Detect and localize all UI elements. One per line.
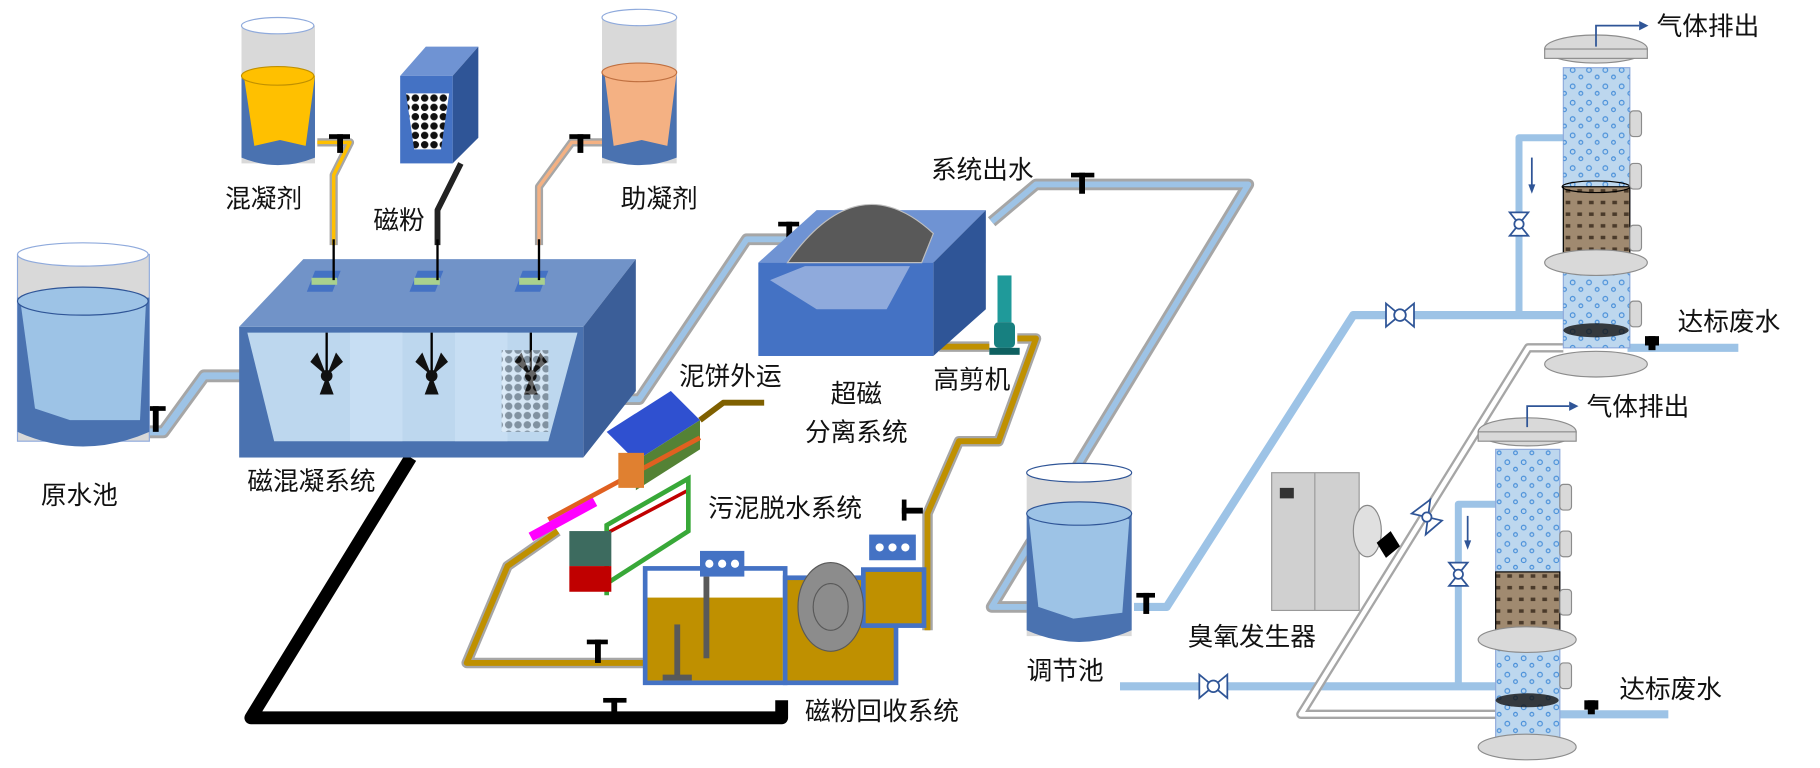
- valve-handles: [144, 134, 1659, 717]
- system-outflow-label: 系统出水: [931, 156, 1034, 186]
- valve-icon[interactable]: [1645, 336, 1659, 351]
- raw-water-tank: 原水池: [16, 242, 150, 511]
- coagulant-aid-tank: 助凝剂: [601, 8, 698, 215]
- gas-out-label-1: 气体排出: [1657, 12, 1760, 42]
- regulating-tank: 调节池: [1026, 462, 1133, 686]
- coagulant-tank: 混凝剂: [225, 16, 315, 215]
- magnetic-powder-label: 磁粉: [373, 206, 424, 236]
- high-shear-label: 高剪机: [933, 366, 1010, 396]
- magnetic-powder-hopper: 磁粉: [373, 46, 479, 236]
- regulating-tank-label: 调节池: [1027, 656, 1104, 686]
- high-shear-pump: 高剪机: [933, 275, 1020, 396]
- gas-out-label-2: 气体排出: [1587, 393, 1690, 423]
- powder-return-pipe: [244, 454, 789, 725]
- valve-icon[interactable]: [901, 499, 923, 521]
- separator-label-line2: 分离系统: [805, 418, 908, 448]
- valve-icon[interactable]: [1136, 592, 1155, 614]
- powder-recovery-label: 磁粉回收系统: [805, 697, 959, 727]
- column1-recycle-pipe: [1515, 134, 1564, 316]
- valve-icon[interactable]: [569, 134, 591, 153]
- gas-outlet-arrow-icon: [1595, 24, 1640, 47]
- valve-icon[interactable]: [144, 406, 166, 432]
- coagulant-aid-label: 助凝剂: [621, 185, 698, 215]
- valve-icon[interactable]: [329, 134, 350, 153]
- ball-valve-icon[interactable]: [1447, 561, 1470, 587]
- ball-valve-icon[interactable]: [1198, 672, 1229, 700]
- magnetic-powder-recovery-tank: 磁粉回收系统: [642, 534, 959, 727]
- ball-valves: [1198, 211, 1531, 700]
- powder-dose-pipe: [434, 162, 464, 246]
- valve-icon[interactable]: [1584, 700, 1599, 715]
- ozone-generator-label: 臭氧发生器: [1188, 622, 1316, 652]
- separator-label-line1: 超磁: [831, 380, 882, 410]
- valve-icon[interactable]: [1071, 172, 1095, 194]
- cake-out-pipe: [698, 399, 765, 423]
- valve-icon[interactable]: [603, 697, 627, 717]
- valve-icon[interactable]: [778, 221, 800, 243]
- cake-out-label: 泥饼外运: [679, 362, 782, 392]
- column2-recycle-pipe: [1454, 500, 1496, 687]
- ozone-generator: 臭氧发生器: [1188, 472, 1400, 652]
- sludge-dewatering-machine: 污泥脱水系统 泥饼外运: [528, 362, 862, 596]
- coagulant-label: 混凝剂: [225, 185, 302, 215]
- gas-outlet-arrow-icon: [1526, 405, 1570, 428]
- compliant-water-label-1: 达标废水: [1678, 307, 1781, 337]
- ball-valve-icon[interactable]: [1409, 497, 1444, 537]
- regulating-to-column1-pipe: [1134, 311, 1564, 612]
- raw-tank-label: 原水池: [41, 481, 118, 511]
- compliant-water-label-2: 达标废水: [1619, 675, 1722, 705]
- ball-valve-icon[interactable]: [1385, 301, 1415, 329]
- ozone-column-2: 气体排出 达标废水: [1464, 393, 1722, 761]
- mag-coag-system-label: 磁混凝系统: [247, 467, 375, 497]
- valve-icon[interactable]: [586, 639, 608, 663]
- magnetic-coagulation-tank: 磁混凝系统: [239, 239, 636, 497]
- super-magnetic-separator: 超磁 分离系统 系统出水: [758, 156, 1034, 448]
- ozone-column-1: 气体排出 达标废水: [1528, 12, 1781, 378]
- pipes: [149, 134, 1739, 725]
- aid-dose-pipe: [534, 138, 605, 246]
- ball-valve-icon[interactable]: [1507, 211, 1531, 237]
- sludge-dewater-label: 污泥脱水系统: [708, 494, 862, 524]
